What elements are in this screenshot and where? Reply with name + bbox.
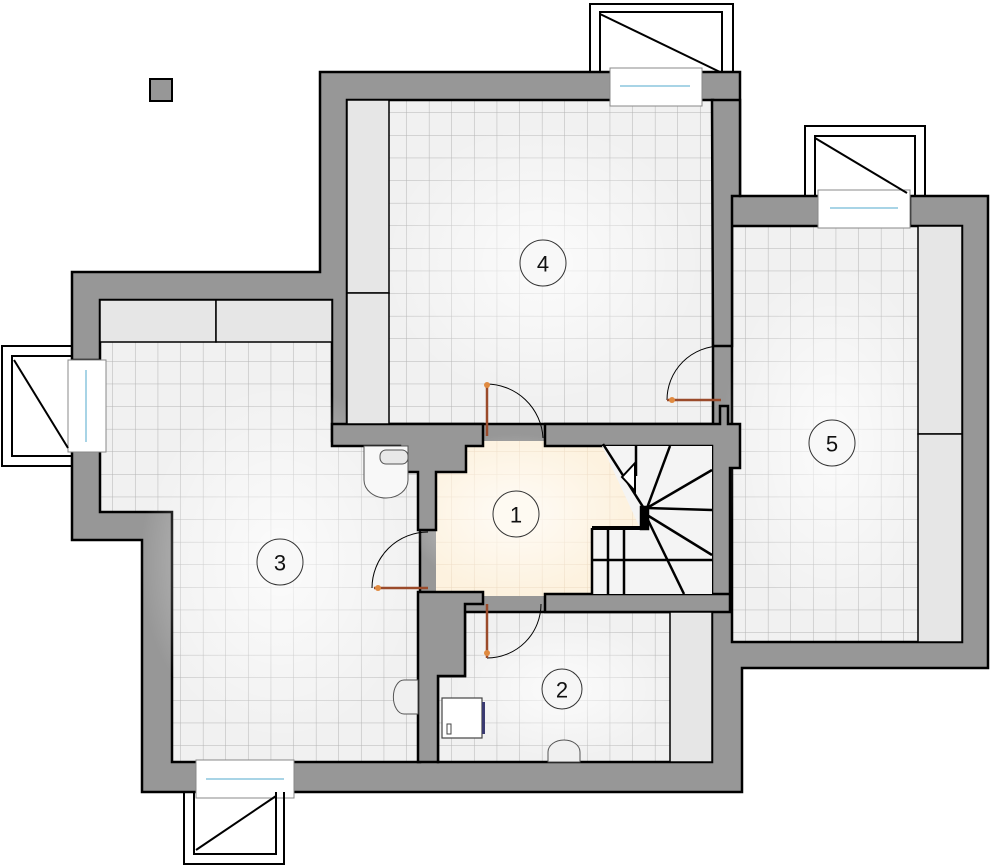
interior-walls xyxy=(330,98,742,764)
room-label-2: 2 xyxy=(541,668,583,710)
svg-text:2: 2 xyxy=(556,678,568,703)
svg-text:1: 1 xyxy=(510,503,522,528)
room-label-3: 3 xyxy=(256,538,304,586)
toilet xyxy=(363,445,409,499)
chimney-flue xyxy=(149,78,173,102)
built-in-wardrobes xyxy=(99,99,963,763)
room-label-4: 4 xyxy=(519,239,567,287)
svg-text:3: 3 xyxy=(274,551,286,576)
washing-machine xyxy=(441,697,485,739)
washbasin-room-3 xyxy=(392,679,419,715)
washbasin-room-2 xyxy=(547,739,581,763)
svg-text:5: 5 xyxy=(826,432,838,457)
room-label-1: 1 xyxy=(492,490,540,538)
windows xyxy=(1,3,926,865)
spiral-staircase xyxy=(590,443,713,595)
doors xyxy=(371,345,722,659)
svg-text:4: 4 xyxy=(537,252,549,277)
room-label-5: 5 xyxy=(808,419,856,467)
